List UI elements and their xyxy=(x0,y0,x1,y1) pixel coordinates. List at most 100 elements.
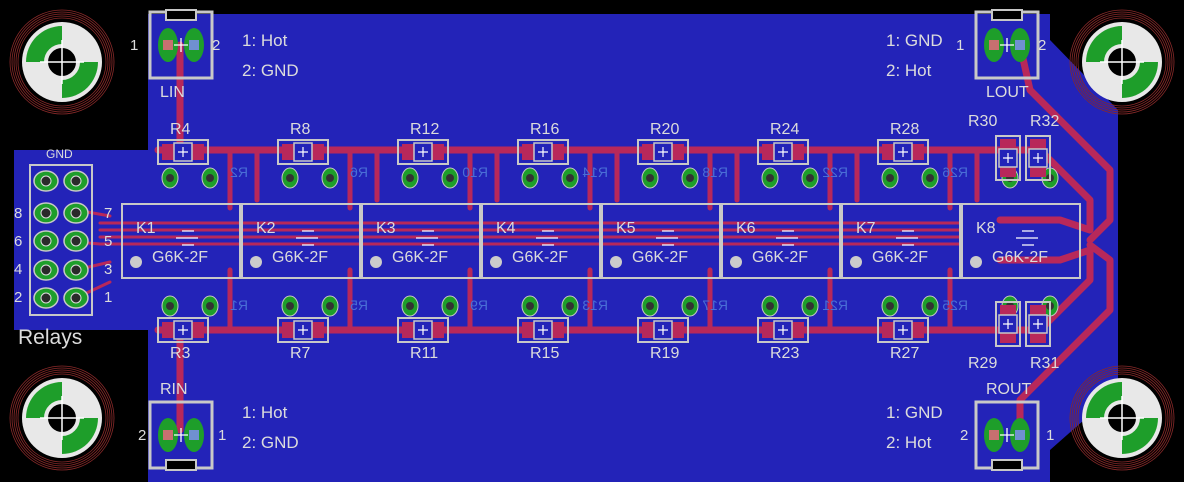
relay-part-number: G6K-2F xyxy=(992,249,1048,266)
header-pin-number: 7 xyxy=(104,205,112,222)
connector-desc-1: 1: Hot xyxy=(242,403,288,422)
resistor-label: R29 xyxy=(968,355,997,372)
resistor-bottom-label: R2 xyxy=(230,164,248,180)
connector-pin-number: 2 xyxy=(138,427,146,444)
relay-designator: K6 xyxy=(736,220,756,237)
resistor-label: R23 xyxy=(770,345,799,362)
relay-designator: K7 xyxy=(856,220,876,237)
resistor-r28 xyxy=(877,139,929,165)
header-pad xyxy=(33,287,59,309)
resistor-r12 xyxy=(397,139,449,165)
relay-pin1-marker xyxy=(130,256,142,268)
header-pin-number: 1 xyxy=(104,289,112,306)
connector-pin-number: 1 xyxy=(130,37,138,54)
header-pin-number: 2 xyxy=(14,289,22,306)
resistor-r23 xyxy=(757,317,809,343)
copper-pour xyxy=(14,14,1118,482)
connector-desc-1: 1: GND xyxy=(886,31,943,50)
resistor-bottom-label: R9 xyxy=(470,297,488,313)
header-pad xyxy=(63,259,89,281)
resistor-label: R19 xyxy=(650,345,679,362)
header-pin-number: 3 xyxy=(104,261,112,278)
resistor-r16 xyxy=(517,139,569,165)
resistor-label: R15 xyxy=(530,345,559,362)
connector-pin-number: 2 xyxy=(960,427,968,444)
resistor-label: R30 xyxy=(968,113,997,130)
relay-pin1-marker xyxy=(610,256,622,268)
resistor-label: R27 xyxy=(890,345,919,362)
resistor-label: R31 xyxy=(1030,355,1059,372)
header-pad xyxy=(63,287,89,309)
resistor-bottom-label: R25 xyxy=(942,297,968,313)
connector-desc-2: 2: GND xyxy=(242,433,299,452)
relay-designator: K3 xyxy=(376,220,396,237)
relay-designator: K5 xyxy=(616,220,636,237)
resistor-label: R24 xyxy=(770,121,799,138)
connector-pin-number: 2 xyxy=(212,37,220,54)
trace-rout-rise xyxy=(1016,241,1114,434)
relay-designator: K8 xyxy=(976,220,996,237)
resistor-r24 xyxy=(757,139,809,165)
trace-lout-drop xyxy=(1016,41,1114,244)
header-pads xyxy=(33,170,89,309)
header-pin-number: 4 xyxy=(14,261,22,278)
relay-pin1-marker xyxy=(850,256,862,268)
resistor-label: R32 xyxy=(1030,113,1059,130)
relay-part-number: G6K-2F xyxy=(152,249,208,266)
relay-header-outline xyxy=(29,164,93,316)
resistor-r32 xyxy=(1025,135,1051,181)
resistor-bottom-label: R18 xyxy=(702,164,728,180)
connector-desc-2: 2: Hot xyxy=(886,61,932,80)
header-pad xyxy=(63,230,89,252)
resistor-bottom-label: R1 xyxy=(230,297,248,313)
resistor-r19 xyxy=(637,317,689,343)
resistor-bottom-label: R14 xyxy=(582,164,608,180)
header-pin-number: 6 xyxy=(14,233,22,250)
resistor-label: R16 xyxy=(530,121,559,138)
mounting-hole xyxy=(9,9,115,115)
resistor-r20 xyxy=(637,139,689,165)
relay-part-number: G6K-2F xyxy=(752,249,808,266)
connector-name: RIN xyxy=(160,381,188,398)
connector-desc-1: 1: GND xyxy=(886,403,943,422)
header-gnd-label: GND xyxy=(46,147,73,161)
resistor-label: R7 xyxy=(290,345,311,362)
resistor-label: R4 xyxy=(170,121,191,138)
connector-desc-2: 2: Hot xyxy=(886,433,932,452)
header-pad xyxy=(33,230,59,252)
resistor-bottom-label: R26 xyxy=(942,164,968,180)
connector-rin: RIN 2 1 1: Hot 2: GND xyxy=(138,381,299,471)
connector-pin-number: 1 xyxy=(218,427,226,444)
resistor-r7 xyxy=(277,317,329,343)
resistor-r4 xyxy=(157,139,209,165)
connector-pin-number: 1 xyxy=(1046,427,1054,444)
resistor-label: R11 xyxy=(410,345,438,362)
relay-part-number: G6K-2F xyxy=(392,249,448,266)
resistor-label: R8 xyxy=(290,121,311,138)
resistor-r30 xyxy=(995,135,1021,181)
header-pin-number: 5 xyxy=(104,233,112,250)
resistor-r8 xyxy=(277,139,329,165)
trace-bottom-bus xyxy=(154,246,1094,334)
resistor-bottom-label: R13 xyxy=(582,297,608,313)
resistor-bottom-label: R5 xyxy=(350,297,368,313)
relay-designator: K4 xyxy=(496,220,516,237)
relay-part-number: G6K-2F xyxy=(512,249,568,266)
connector-desc-1: 1: Hot xyxy=(242,31,288,50)
resistor-bottom-label: R17 xyxy=(702,297,728,313)
resistor-r11 xyxy=(397,317,449,343)
relay-designator: K1 xyxy=(136,220,156,237)
header-pad xyxy=(33,170,59,192)
resistor-bottom-label: R21 xyxy=(822,297,848,313)
relay-pin1-marker xyxy=(490,256,502,268)
